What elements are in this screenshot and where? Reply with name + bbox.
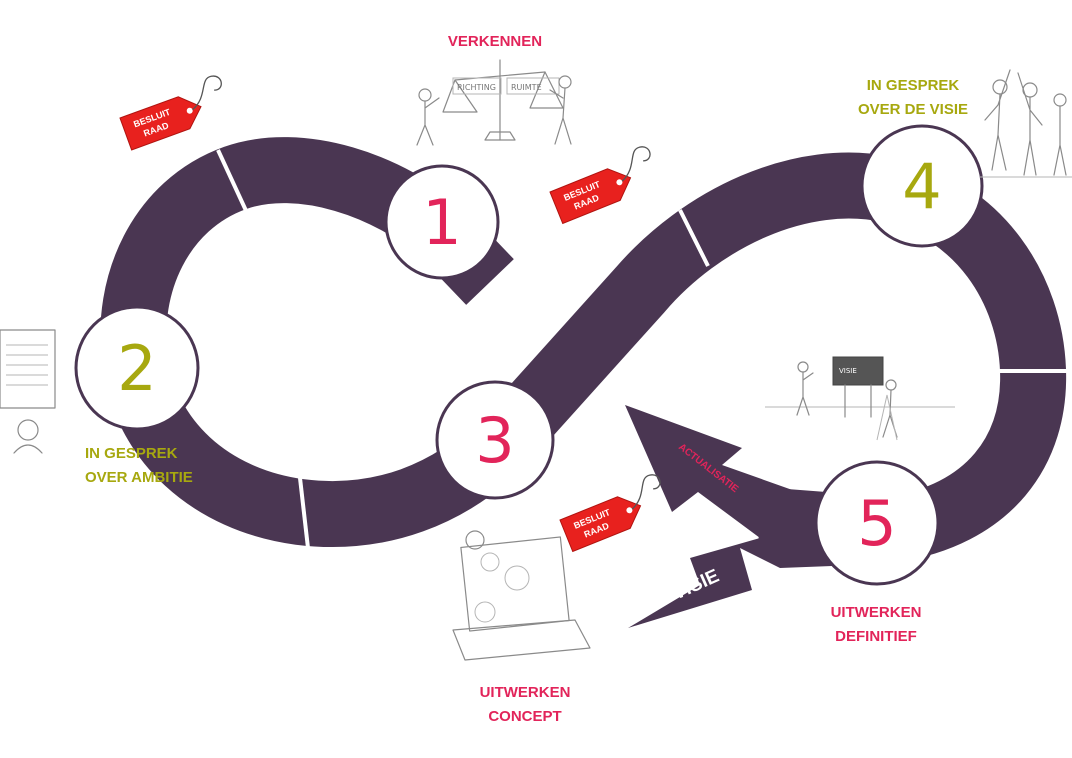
infinity-track bbox=[100, 137, 1067, 563]
step-number: 1 bbox=[422, 186, 461, 259]
step-circle-1: 1 bbox=[384, 164, 500, 280]
scale-right-word: RUIMTE bbox=[511, 83, 542, 92]
board-word: VISIE bbox=[839, 367, 857, 375]
track-separators bbox=[216, 149, 1068, 549]
step-circles: 1 2 3 4 5 bbox=[74, 124, 984, 586]
step-number: 3 bbox=[475, 404, 514, 477]
step-number: 2 bbox=[117, 332, 156, 405]
people-sketch-icon bbox=[980, 69, 1072, 178]
step-number: 5 bbox=[857, 487, 896, 560]
step-circle-5: 5 bbox=[814, 460, 940, 586]
presentation-sketch-icon: VISIE bbox=[765, 356, 955, 441]
step-number: 4 bbox=[902, 150, 941, 223]
step-circle-4: 4 bbox=[860, 124, 984, 248]
scale-left-word: RICHTING bbox=[457, 83, 496, 92]
step-circle-2: 2 bbox=[74, 305, 200, 431]
step-circle-3: 3 bbox=[435, 380, 555, 500]
step-label-1: VERKENNEN bbox=[448, 33, 542, 50]
document-sketch-icon bbox=[0, 329, 56, 454]
arrow-body bbox=[625, 405, 862, 628]
laptop-sketch-icon bbox=[452, 530, 591, 661]
scale-sketch-icon: RICHTING RUIMTE bbox=[416, 59, 572, 146]
